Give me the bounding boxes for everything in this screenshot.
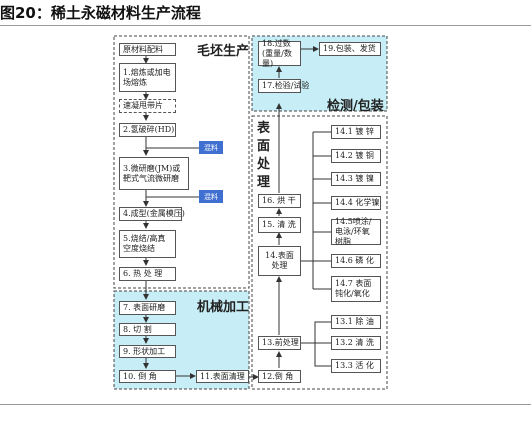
coating-passivation: 14.7 表面钝化/氧化 xyxy=(331,276,381,302)
step-counting: 18.过数(重量/数量) xyxy=(258,39,301,68)
section-title-machining: 机械加工 xyxy=(197,300,250,315)
step-heat-treatment: 6. 热 处 理 xyxy=(119,267,176,281)
step-inspection: 17.检验/试验 xyxy=(258,79,309,93)
top-rule xyxy=(0,25,531,26)
mix-tag-1: 混料 xyxy=(199,141,223,154)
section-title-blank: 毛坯生产 xyxy=(197,44,250,59)
step-cutting: 8. 切 割 xyxy=(119,323,176,336)
bottom-rule xyxy=(0,404,531,405)
coating-electroless-nickel: 14.4 化学镍 xyxy=(331,196,381,210)
step-drying: 16. 烘 干 xyxy=(258,194,301,208)
step-surface-cleaning: 11.表面清理 xyxy=(196,370,249,383)
step-pressing: 4.成型(金属模压) xyxy=(119,207,185,221)
step-activation: 13.3 活 化 xyxy=(331,359,381,373)
step-degreasing: 13.1 除 油 xyxy=(331,315,381,329)
step-raw-material: 原材料配料 xyxy=(119,43,176,56)
step-rinse: 13.2 清 洗 xyxy=(331,336,381,350)
figure-caption: 图20：稀土永磁材料生产流程 xyxy=(0,4,201,22)
step-washing: 15. 清 洗 xyxy=(258,217,301,233)
coating-spray-epoxy: 14.5喷涂/电泳/环氧树脂 xyxy=(331,217,381,246)
step-pre-treatment: 13.前处理 xyxy=(258,336,301,350)
coating-phosphating: 14.6 磷 化 xyxy=(331,254,381,268)
step-surface-grinding: 7. 表面研磨 xyxy=(119,301,176,315)
step-melting: 1.熔炼或加电场熔炼 xyxy=(119,63,176,92)
step-chamfer-10: 10. 倒 角 xyxy=(119,370,176,383)
coating-zinc: 14.1 镀 锌 xyxy=(331,125,381,139)
step-jet-milling: 3.微研磨(JM)或靶式气流微研磨 xyxy=(119,157,189,190)
step-chamfer-12: 12.倒 角 xyxy=(258,370,301,383)
coating-nickel: 14.3 镀 镍 xyxy=(331,172,381,186)
coating-copper: 14.2 镀 铜 xyxy=(331,149,381,163)
connectors xyxy=(143,46,331,380)
section-title-surface: 表面处理 xyxy=(257,121,271,190)
step-strip-casting: 速凝甩带片 xyxy=(119,99,176,113)
mix-tag-2: 混料 xyxy=(199,190,223,203)
step-sintering: 5.烧结/高真空度烧结 xyxy=(119,230,176,258)
step-hydrogen-decrepitation: 2.氢破碎(HD) xyxy=(119,123,176,137)
step-surface-treatment: 14.表面处理 xyxy=(258,246,301,276)
section-title-inspection: 检测/包装 xyxy=(327,99,384,114)
step-shaping: 9. 形状加工 xyxy=(119,345,176,358)
step-packing-shipping: 19.包装、发货 xyxy=(319,42,381,56)
